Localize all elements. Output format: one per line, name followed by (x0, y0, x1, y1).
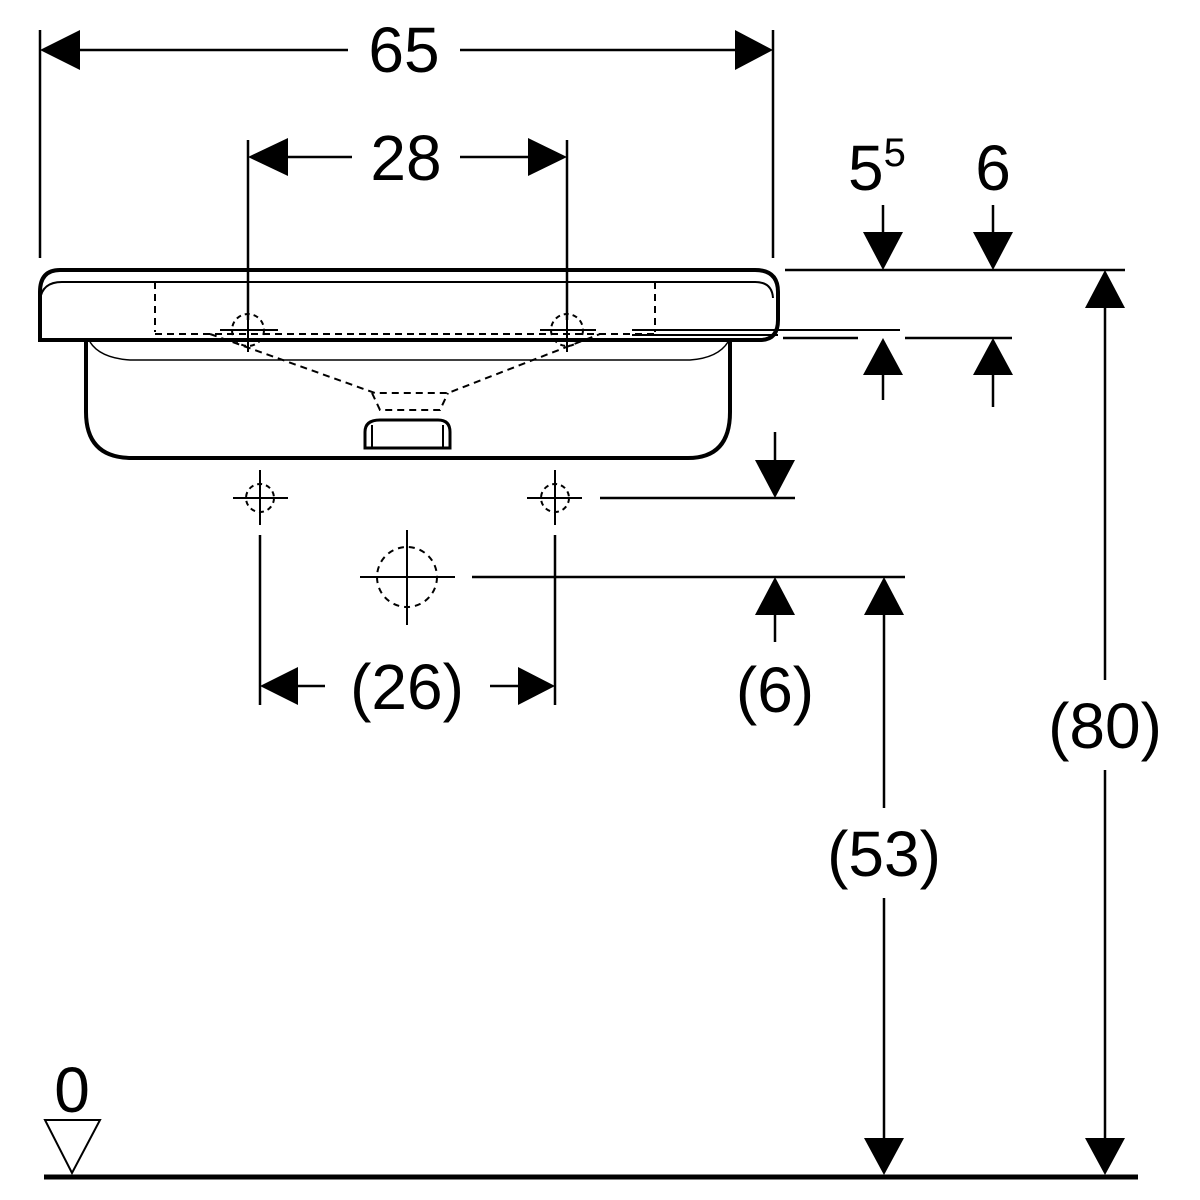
basin (38, 268, 900, 460)
arrowhead-waste-offset-bottom (755, 577, 795, 615)
label-rim-depth-a: 55 (848, 131, 906, 204)
arrowhead-53-bottom (864, 1138, 904, 1175)
floor-level-triangle-icon (43, 1119, 102, 1176)
drain-outlet (363, 418, 452, 450)
arrowhead-26-right (518, 667, 555, 705)
basin-rim-inner (39, 281, 774, 301)
arrowhead-rim-b-top (973, 232, 1013, 270)
hidden-line-bowl-slope (209, 333, 601, 394)
waste-outlet-symbol (360, 530, 455, 625)
drain-outlet-body (363, 418, 452, 450)
hidden-lines (154, 282, 656, 411)
dimension-overall-width (38, 30, 775, 258)
label-rim-depth-b: 6 (975, 132, 1011, 204)
basin-bowl-outline (84, 340, 732, 460)
arrowhead-rim-a-bottom (863, 338, 903, 375)
label-rim-depth-a-superscript: 5 (884, 131, 906, 175)
arrowhead-waste-offset-top (755, 460, 795, 498)
arrowhead-rim-a-top (863, 232, 903, 270)
arrowhead-28-left (248, 138, 288, 176)
label-waste-offset: (6) (736, 654, 814, 726)
arrowhead-80-bottom (1085, 1138, 1125, 1175)
arrowhead-65-right (735, 30, 773, 70)
arrowhead-53-top (864, 577, 904, 615)
label-tap-hole-spacing: 28 (370, 122, 441, 194)
waste-reference-lines (472, 496, 905, 579)
arrowhead-80-top (1085, 270, 1125, 308)
arrowhead-rim-b-bottom (973, 338, 1013, 375)
dimension-tap-hole-spacing (246, 140, 569, 320)
label-total-height: (80) (1048, 690, 1162, 762)
label-waste-spacing: (26) (350, 651, 464, 723)
basin-bowl-inner-line (89, 341, 729, 361)
hidden-line-drain-neck (371, 392, 449, 411)
wall-connection-right (527, 470, 582, 525)
label-floor-level: 0 (54, 1054, 90, 1126)
dimension-waste-spacing (258, 535, 557, 705)
label-waste-height: (53) (827, 818, 941, 890)
label-rim-depth-a-base: 5 (848, 132, 884, 204)
arrowhead-28-right (528, 138, 567, 176)
arrowhead-26-left (260, 667, 298, 705)
arrowhead-65-left (40, 30, 80, 70)
label-overall-width: 65 (368, 14, 439, 86)
dimension-rim-depth (783, 205, 1125, 407)
tap-hole-left (220, 313, 278, 352)
tap-hole-right (540, 313, 596, 352)
wall-connection-left (233, 470, 288, 525)
